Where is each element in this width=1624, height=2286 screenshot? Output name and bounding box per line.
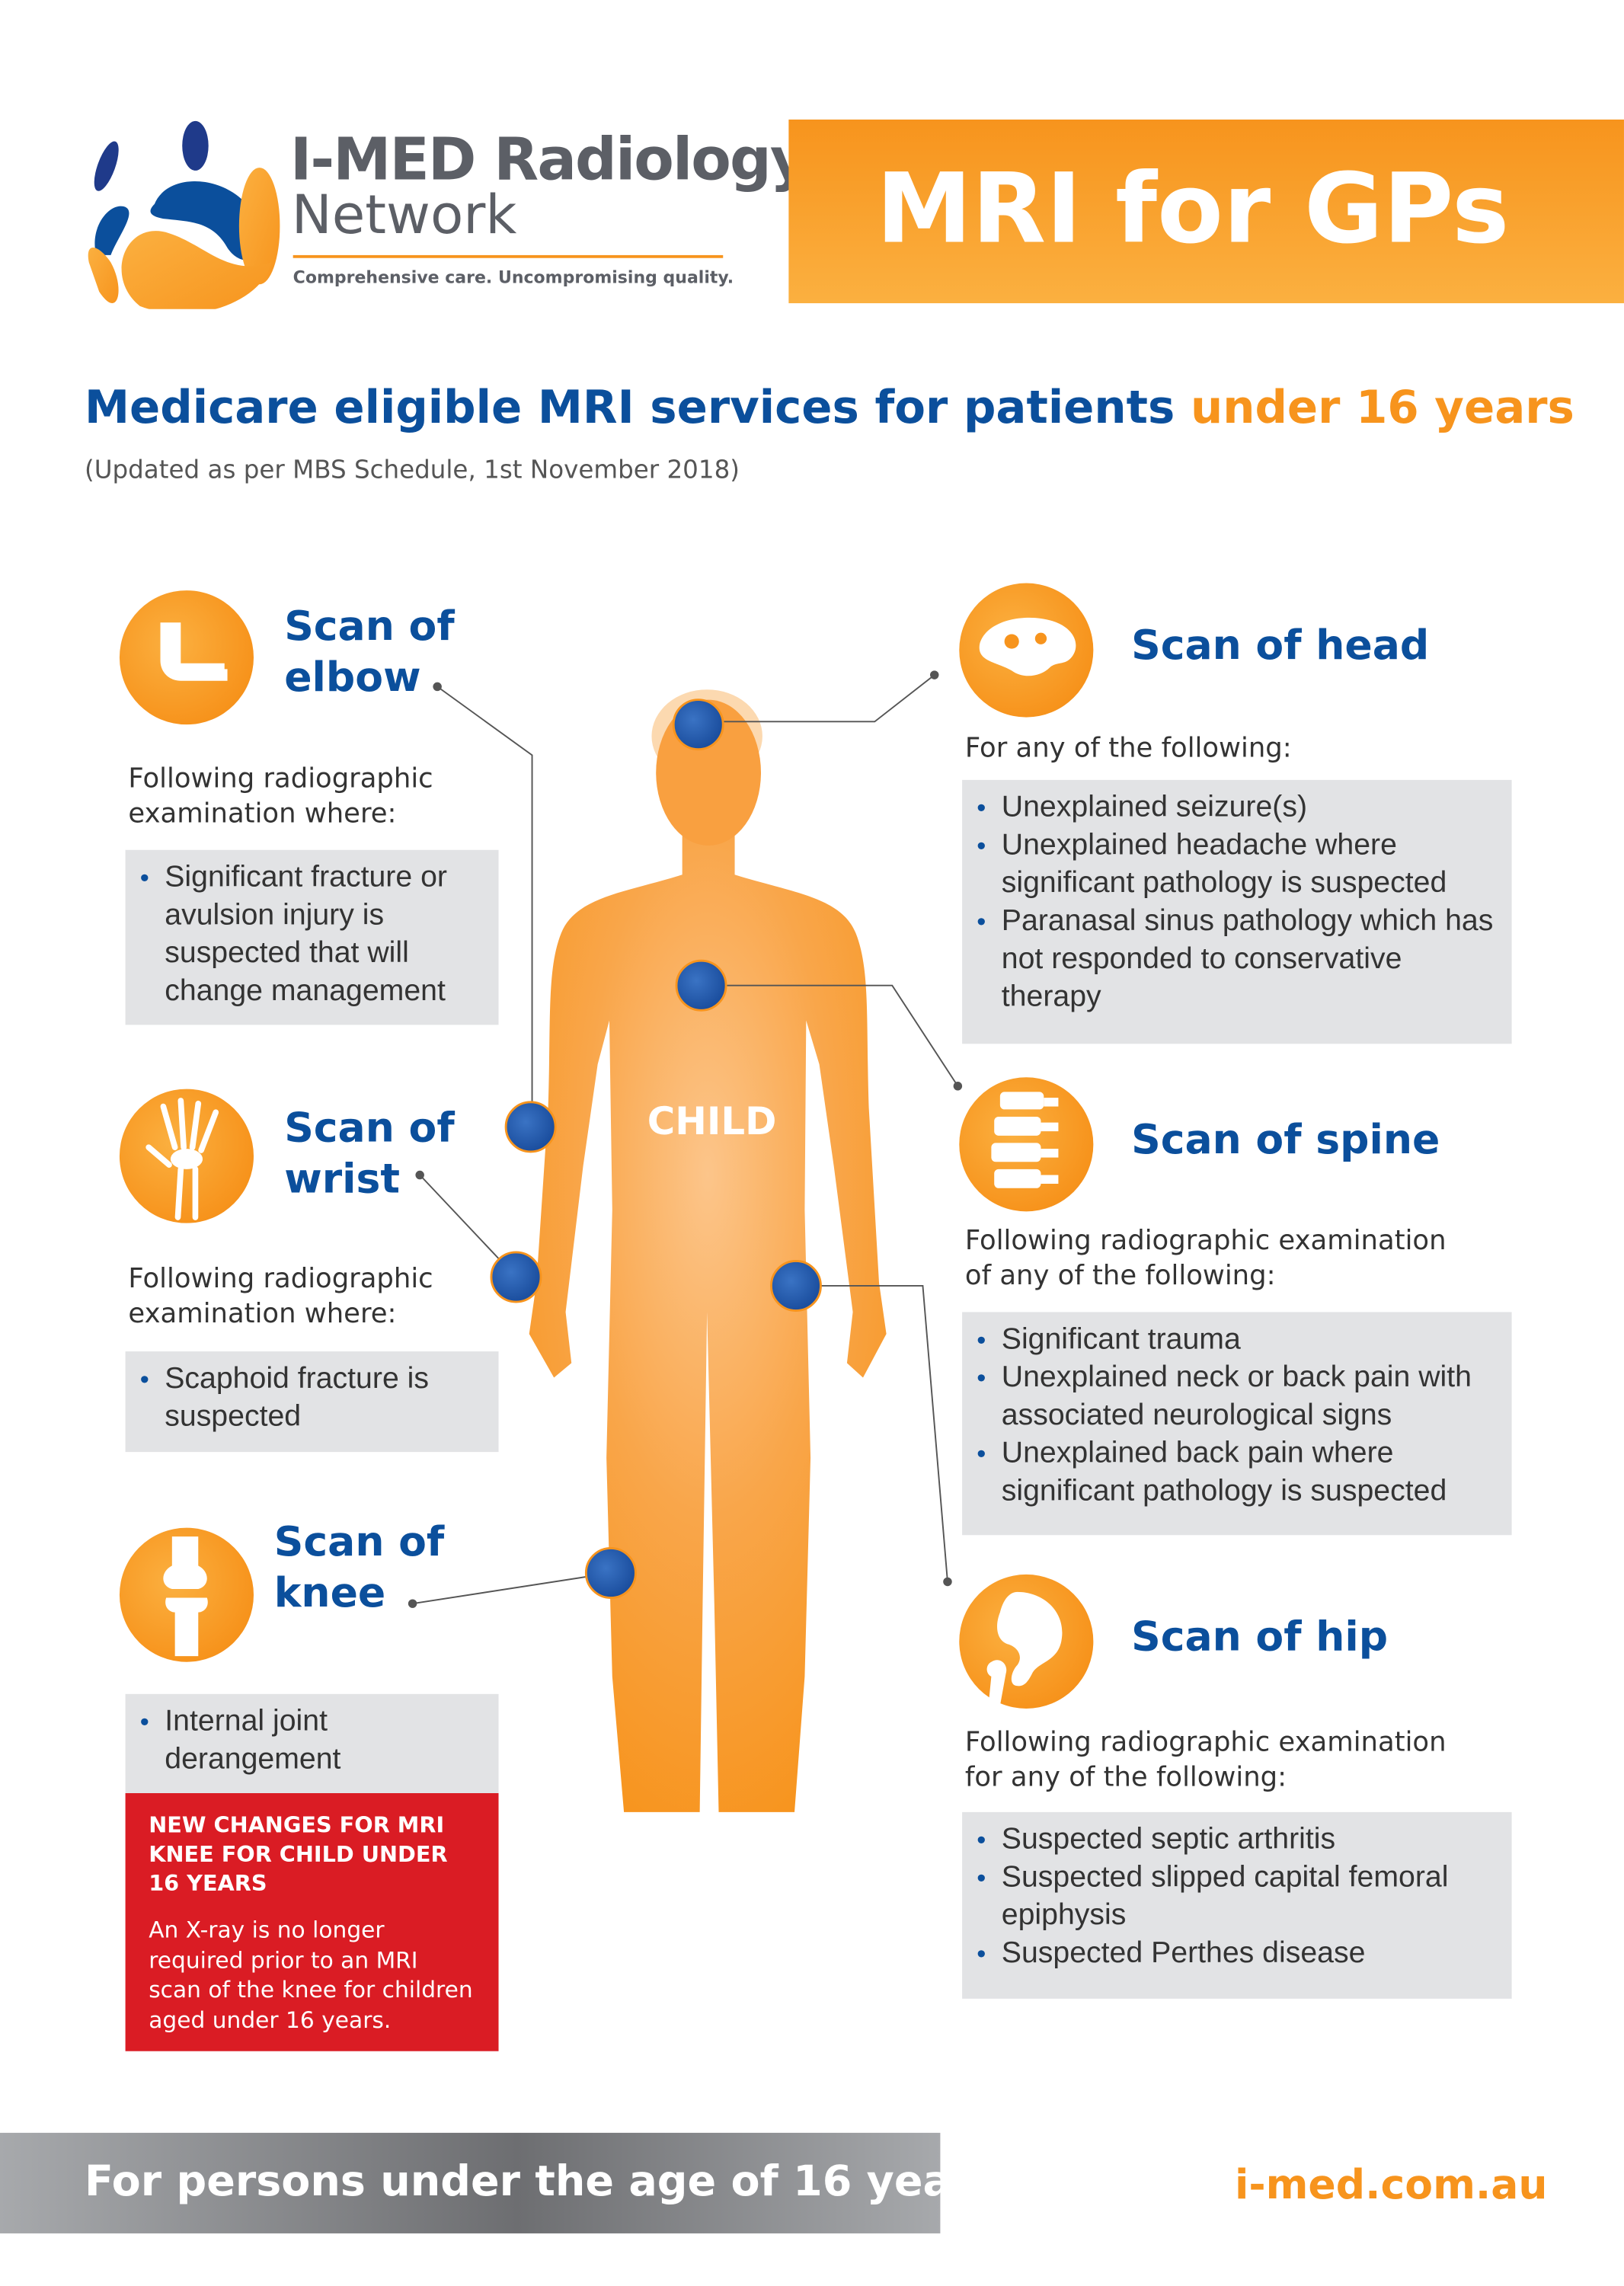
elbow-title-line1: Scan of (284, 602, 455, 651)
knee-title-line2: knee (273, 1568, 386, 1617)
spine-criteria-item: Significant trauma (977, 1321, 1500, 1359)
wrist-criteria-item: Scaphoid fracture is suspected (140, 1360, 487, 1437)
head-criteria-item: Paranasal sinus pathology which has not … (977, 903, 1500, 1016)
wrist-criteria-box: Scaphoid fracture is suspected (125, 1351, 499, 1453)
elbow-intro: Following radiographic examination where… (128, 763, 433, 830)
spine-intro: Following radiographic examination of an… (964, 1226, 1447, 1292)
wrist-title-line1: Scan of (284, 1103, 455, 1152)
footer-text: For persons under the age of 16 years (85, 2156, 998, 2206)
hip-hotspot[interactable] (769, 1260, 822, 1312)
footer-banner: For persons under the age of 16 years (0, 2132, 997, 2233)
wrist-hand-bones-icon (119, 1089, 254, 1223)
knee-new-changes-notice: NEW CHANGES FOR MRI KNEE FOR CHILD UNDER… (125, 1792, 499, 2051)
spine-title: Scan of spine (1131, 1115, 1440, 1164)
spine-criteria-box: Significant trauma Unexplained neck or b… (962, 1312, 1512, 1536)
heading-highlight: under 16 years (1190, 382, 1574, 435)
logo-name: I-MED Radiology (289, 126, 808, 194)
hip-intro: Following radiographic examination for a… (964, 1727, 1447, 1793)
wrist-intro: Following radiographic examination where… (128, 1264, 433, 1330)
logo-divider (293, 254, 724, 258)
elbow-criteria-box: Significant fracture or avulsion injury … (125, 849, 499, 1025)
elbow-title-line2: elbow (284, 653, 421, 702)
head-criteria-box: Unexplained seizure(s) Unexplained heada… (962, 779, 1512, 1044)
website-link[interactable]: i-med.com.au (1234, 2160, 1548, 2209)
knee-criteria-item: Internal joint derangement (140, 1703, 487, 1779)
knee-title-line1: Scan of (273, 1517, 445, 1566)
heading-main: Medicare eligible MRI services for patie… (85, 382, 1175, 435)
logo-tagline: Comprehensive care. Uncompromising quali… (293, 267, 734, 288)
heading-subtitle: (Updated as per MBS Schedule, 1st Novemb… (85, 456, 740, 486)
banner-title: MRI for GPs (876, 152, 1510, 266)
hip-criteria-item: Suspected Perthes disease (977, 1935, 1500, 1973)
spine-criteria-item: Unexplained neck or back pain with assoc… (977, 1359, 1500, 1435)
notice-body: An X-ray is no longer required prior to … (149, 1917, 473, 2033)
notice-heading: NEW CHANGES FOR MRI KNEE FOR CHILD UNDER… (149, 1811, 448, 1897)
hip-criteria-box: Suspected septic arthritis Suspected sli… (962, 1811, 1512, 1999)
knee-hotspot[interactable] (584, 1547, 637, 1599)
pelvis-hip-icon (959, 1574, 1094, 1709)
head-criteria-item: Unexplained headache where significant p… (977, 826, 1500, 903)
vertebrae-icon (959, 1077, 1094, 1212)
leader-lines (412, 674, 959, 1605)
spine-criteria-item: Unexplained back pain where significant … (977, 1434, 1500, 1511)
head-title: Scan of head (1131, 621, 1430, 670)
head-criteria-item: Unexplained seizure(s) (977, 788, 1500, 826)
elbow-criteria-item: Significant fracture or avulsion injury … (140, 858, 487, 1010)
page-heading: Medicare eligible MRI services for patie… (85, 382, 1574, 434)
spine-hotspot[interactable] (675, 959, 727, 1012)
wrist-hotspot[interactable] (490, 1251, 542, 1303)
logo-network: Network (291, 184, 517, 247)
knee-joint-icon (119, 1527, 254, 1662)
skull-icon (959, 583, 1094, 718)
wrist-title-line2: wrist (284, 1154, 401, 1203)
hip-title: Scan of hip (1131, 1612, 1389, 1661)
title-banner: MRI for GPs (788, 119, 1624, 304)
hip-criteria-item: Suspected septic arthritis (977, 1821, 1500, 1859)
head-hotspot[interactable] (672, 699, 724, 751)
head-intro: For any of the following: (964, 733, 1292, 764)
figure-label: CHILD (647, 1100, 777, 1145)
elbow-bone-icon (119, 590, 254, 725)
leader-endpoints (408, 670, 963, 1608)
hip-criteria-item: Suspected slipped capital femoral epiphy… (977, 1859, 1500, 1935)
elbow-hotspot[interactable] (504, 1101, 557, 1153)
imed-logo-mark (82, 117, 280, 314)
knee-criteria-box: Internal joint derangement (125, 1693, 499, 1793)
